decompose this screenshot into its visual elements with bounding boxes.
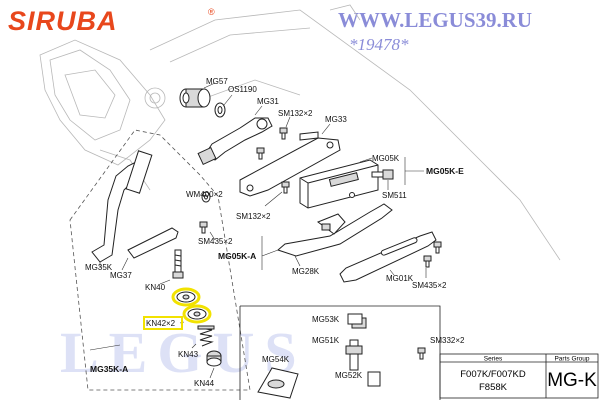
label-mg53k: MG53K xyxy=(312,315,340,324)
label-mg54k: MG54K xyxy=(262,355,290,364)
series-table xyxy=(439,353,599,399)
label-mg31: MG31 xyxy=(257,97,279,106)
part-mg37-link xyxy=(127,227,179,259)
part-sm132-screws-top xyxy=(256,127,288,160)
kn42-label-highlight xyxy=(143,316,183,330)
part-sm435-screws-right xyxy=(423,241,442,268)
series-header: Series xyxy=(484,356,503,363)
label-mg01k: MG01K xyxy=(386,274,414,283)
registered-mark: ® xyxy=(208,7,215,17)
part-mg52k xyxy=(367,371,381,387)
series-value-2: F858K xyxy=(479,382,508,393)
parts-group-value: MG-K xyxy=(547,370,597,391)
label-mg28k: MG28K xyxy=(292,267,320,276)
part-sm435-screws-left xyxy=(199,221,208,234)
part-sm132-screws-mid xyxy=(281,181,290,194)
part-mg05k-block xyxy=(299,159,379,209)
label-os1190: OS1190 xyxy=(228,85,257,94)
series-value-1: F007K/F007KD xyxy=(460,369,526,380)
label-sm511: SM511 xyxy=(382,191,407,200)
label-mg33: MG33 xyxy=(325,115,347,124)
part-mg57-bushing xyxy=(179,88,211,108)
watermark-code: *19478* xyxy=(349,35,409,54)
label-mg05k-e: MG05K-E xyxy=(426,166,464,176)
part-sm332-screws xyxy=(417,347,426,360)
part-kn44-nut xyxy=(206,350,222,367)
label-kn44: KN44 xyxy=(194,379,215,388)
label-mg05k: MG05K xyxy=(372,154,400,163)
label-mg57: MG57 xyxy=(206,77,228,86)
label-kn40: KN40 xyxy=(145,283,166,292)
part-mg33-bracket xyxy=(239,131,341,197)
part-mg31-lever xyxy=(197,117,273,166)
part-mg51k xyxy=(345,339,363,371)
label-sm435-right: SM435×2 xyxy=(412,281,447,290)
parts-group-header: Parts Group xyxy=(554,356,589,363)
label-kn42: KN42×2 xyxy=(146,319,176,328)
part-mg28k-lever xyxy=(277,203,393,257)
watermark-logo: LEGUS xyxy=(60,320,307,385)
label-sm435-left: SM435×2 xyxy=(198,237,233,246)
part-wm400-washers xyxy=(201,191,211,203)
label-sm132-top: SM132×2 xyxy=(278,109,313,118)
part-kn42-washers-highlighted xyxy=(171,287,212,324)
label-mg52k: MG52K xyxy=(335,371,363,380)
part-sm511-screw xyxy=(371,169,394,180)
part-mg54k-plate xyxy=(257,367,299,399)
part-mg01k-arm xyxy=(339,231,437,283)
label-sm132-mid: SM132×2 xyxy=(236,212,271,221)
part-kn43-spring xyxy=(197,325,215,347)
label-mg35k: MG35K xyxy=(85,263,113,272)
siruba-logo: SIRUBA xyxy=(8,6,118,36)
part-kn40-screw xyxy=(172,249,184,279)
label-kn43: KN43 xyxy=(178,350,199,359)
part-mg53k xyxy=(347,313,367,329)
part-mg35k-bracket xyxy=(91,150,153,263)
label-mg51k: MG51K xyxy=(312,336,340,345)
label-wm400: WM400×2 xyxy=(186,190,223,199)
assembly-boundary-mg35k-a xyxy=(69,129,251,391)
label-sm332: SM332×2 xyxy=(430,336,465,345)
label-mg37: MG37 xyxy=(110,271,132,280)
label-mg05k-a: MG05K-A xyxy=(218,251,256,261)
label-mg35k-a: MG35K-A xyxy=(90,364,128,374)
part-os1190-ring xyxy=(214,102,226,118)
machine-body-outline xyxy=(39,4,561,261)
watermark-url: WWW.LEGUS39.RU xyxy=(338,8,532,32)
